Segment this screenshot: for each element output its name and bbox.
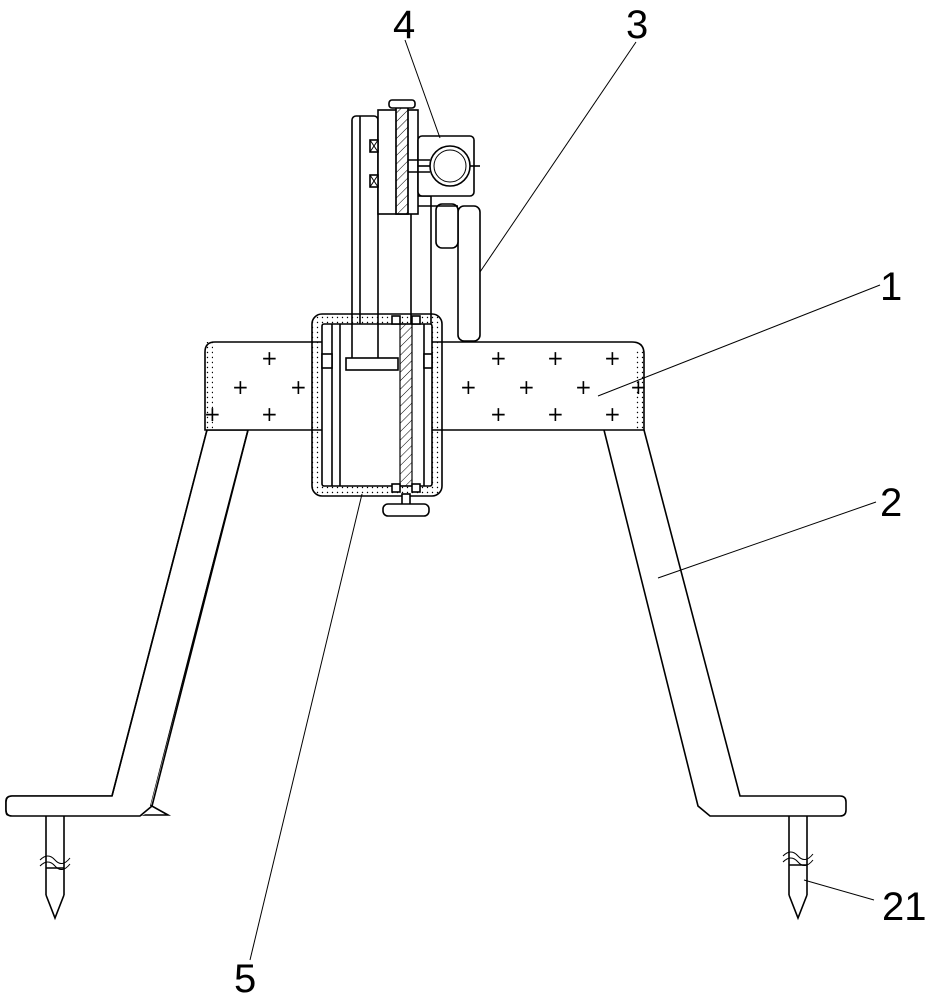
svg-text:+: + xyxy=(460,375,477,399)
svg-text:+: + xyxy=(290,375,307,399)
label-slide-housing: 5 xyxy=(234,957,256,1000)
slide-housing xyxy=(311,313,443,517)
svg-text:+: + xyxy=(604,346,621,370)
left-ground-spike xyxy=(39,816,71,921)
svg-text:+: + xyxy=(547,346,564,370)
leader-lines xyxy=(249,39,881,961)
right-leg xyxy=(603,429,847,817)
clamp-assembly xyxy=(369,99,480,215)
svg-text:+: + xyxy=(518,375,535,399)
svg-text:+: + xyxy=(232,375,249,399)
right-ground-spike xyxy=(782,816,814,921)
base-fill-pattern: + + + + + + + + + + + + + + + xyxy=(204,346,647,426)
label-clamp: 4 xyxy=(393,3,415,47)
label-ground-spike: 21 xyxy=(882,885,927,929)
left-leg xyxy=(5,429,250,817)
svg-text:+: + xyxy=(604,402,621,426)
label-base: 1 xyxy=(880,265,902,309)
svg-text:+: + xyxy=(630,375,647,399)
label-leg: 2 xyxy=(880,481,902,525)
svg-text:+: + xyxy=(575,375,592,399)
svg-text:+: + xyxy=(204,402,221,426)
label-arm: 3 xyxy=(626,3,648,47)
svg-text:+: + xyxy=(490,346,507,370)
arm xyxy=(410,195,481,343)
svg-text:+: + xyxy=(261,346,278,370)
svg-text:+: + xyxy=(490,402,507,426)
svg-text:+: + xyxy=(547,402,564,426)
svg-text:+: + xyxy=(261,402,278,426)
